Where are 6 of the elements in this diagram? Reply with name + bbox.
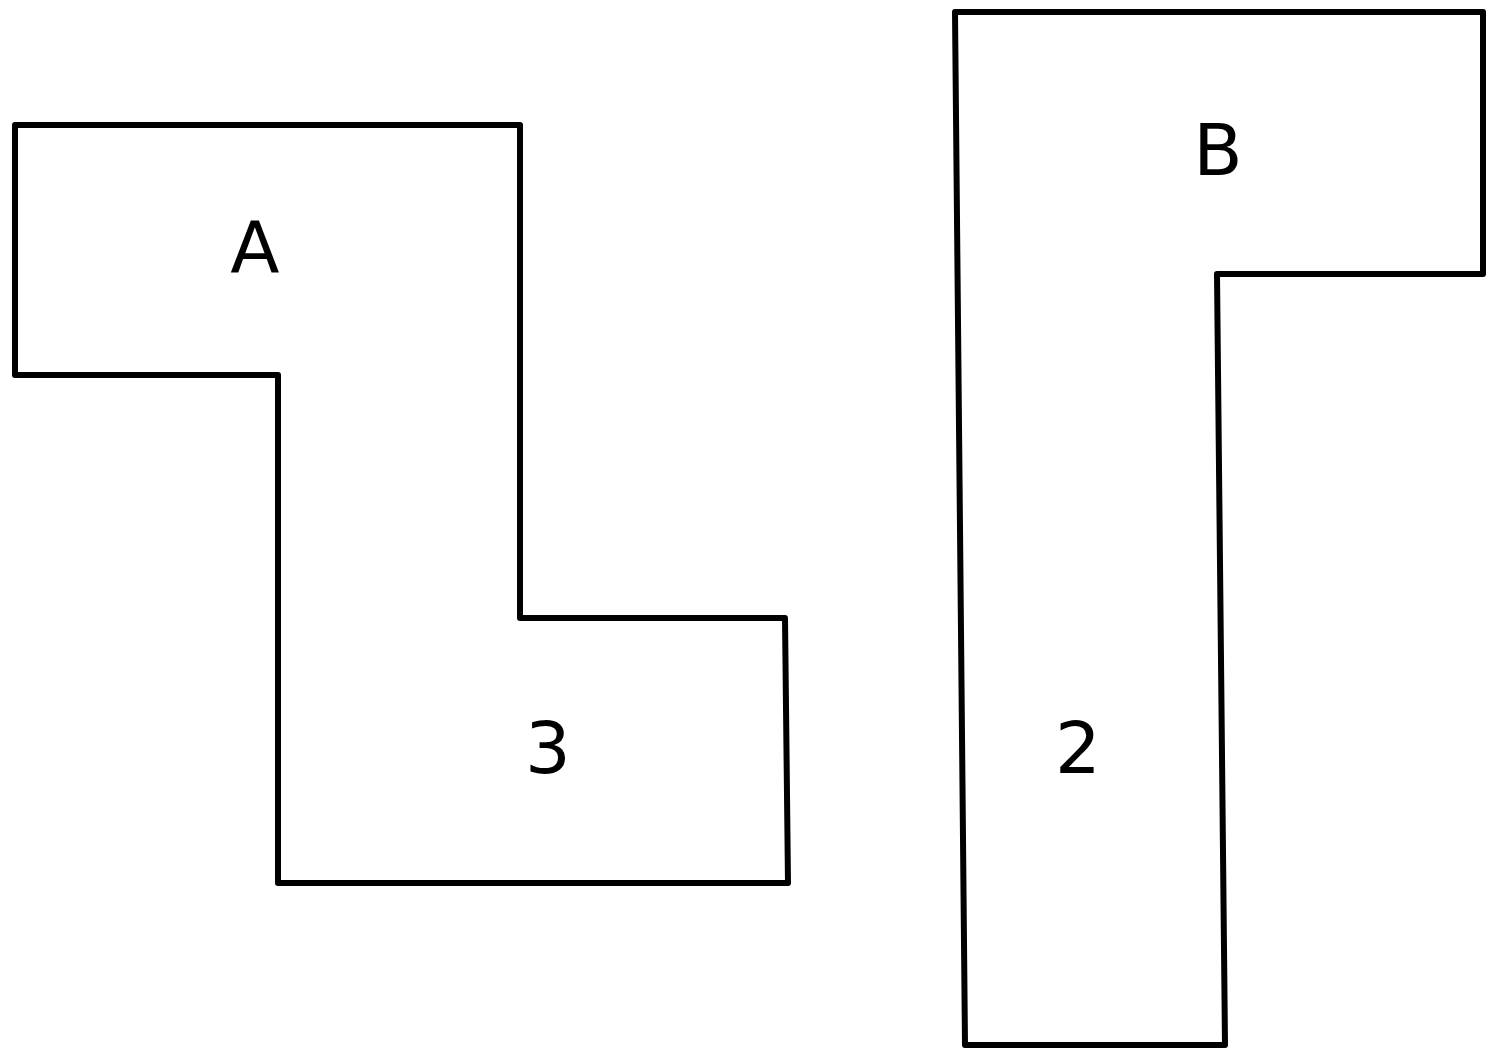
number-label: 2	[1055, 712, 1101, 784]
letter-label: B	[1193, 114, 1243, 186]
l-shaped-region	[955, 12, 1485, 1047]
l-shaped-region	[15, 125, 790, 885]
letter-label: A	[230, 211, 280, 283]
number-label: 3	[525, 712, 571, 784]
